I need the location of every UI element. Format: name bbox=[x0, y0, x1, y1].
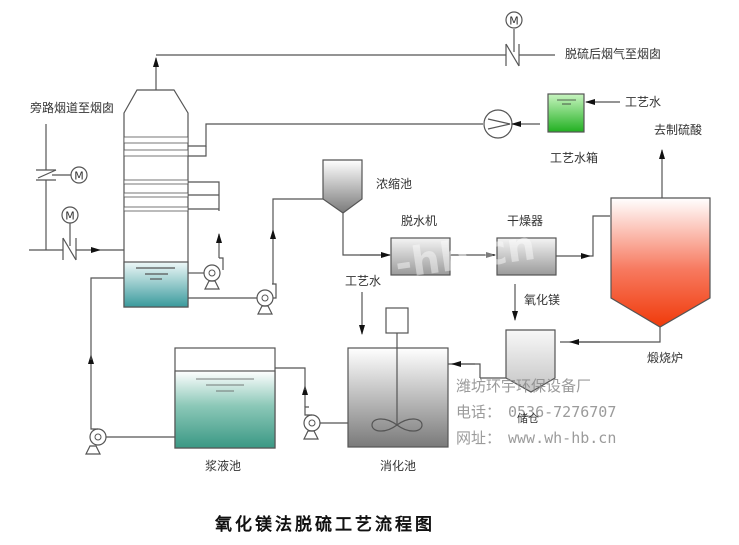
dewatering-label: 脱水机 bbox=[401, 213, 437, 228]
transfer-pump bbox=[275, 367, 348, 440]
process-water-line bbox=[188, 109, 540, 157]
company-watermark: 潍坊环宇环保设备厂 电话： 0536-7276707 网址： www.wh-hb… bbox=[456, 377, 616, 447]
agitator-motor bbox=[385, 307, 409, 334]
storage-bin-label: 储仓 bbox=[517, 411, 539, 425]
damper-valve-top: M bbox=[505, 11, 523, 67]
watermark-web-label: 网址： bbox=[456, 429, 501, 447]
thickener bbox=[322, 159, 391, 258]
demister-layer bbox=[123, 149, 189, 157]
dryer bbox=[496, 215, 610, 276]
slaking-tank bbox=[347, 307, 481, 448]
spray-layer bbox=[123, 192, 189, 198]
to-sulfuric-acid-label: 去制硫酸 bbox=[654, 122, 702, 137]
clean-gas-line bbox=[153, 54, 555, 90]
watermark-phone: 0536-7276707 bbox=[508, 403, 616, 421]
thickener-label: 浓缩池 bbox=[376, 176, 412, 191]
spray-layer bbox=[123, 206, 189, 212]
agitator-blade bbox=[371, 418, 399, 432]
calciner bbox=[560, 149, 711, 345]
absorber-tower bbox=[123, 89, 189, 308]
watermark-phone-label: 电话： bbox=[456, 403, 501, 421]
agitator-blade bbox=[395, 418, 423, 432]
process-water-tank-label: 工艺水箱 bbox=[550, 150, 598, 165]
slaking-tank-label: 消化池 bbox=[380, 459, 416, 473]
watermark-overlay: -hb.cn bbox=[392, 223, 538, 288]
motor-icon bbox=[505, 11, 523, 29]
watermark-web: www.wh-hb.cn bbox=[508, 429, 616, 447]
calciner-label: 煅烧炉 bbox=[647, 350, 683, 365]
recirculation-pump bbox=[188, 181, 224, 290]
process-water-tank bbox=[547, 93, 620, 133]
storage-bin bbox=[480, 284, 556, 393]
motor-label: M bbox=[74, 170, 84, 183]
motor-label: M bbox=[509, 15, 519, 28]
diagram-title: 氧化镁法脱硫工艺流程图 bbox=[214, 514, 435, 535]
clean-gas-label: 脱硫后烟气至烟囱 bbox=[565, 46, 661, 61]
dryer-label: 干燥器 bbox=[507, 214, 543, 228]
spray-layer bbox=[123, 179, 189, 185]
process-water-label: 工艺水 bbox=[345, 274, 381, 288]
bleed-pump bbox=[188, 198, 323, 315]
process-water-inlet-label: 工艺水 bbox=[625, 95, 661, 109]
magnesium-oxide-label: 氧化镁 bbox=[524, 293, 560, 307]
motor-icon bbox=[70, 166, 88, 184]
watermark-company: 潍坊环宇环保设备厂 bbox=[456, 377, 591, 395]
bypass-label: 旁路烟道至烟囱 bbox=[30, 100, 114, 115]
demister-layer bbox=[123, 136, 189, 144]
slurry-feed-pump bbox=[85, 277, 175, 455]
motor-icon bbox=[61, 206, 79, 224]
dewatering-machine bbox=[390, 237, 496, 276]
flue-gas-inlet: M M bbox=[29, 124, 124, 261]
slurry-tank-label: 浆液池 bbox=[205, 458, 241, 473]
motor-label: M bbox=[65, 210, 75, 223]
slurry-tank bbox=[174, 347, 276, 449]
